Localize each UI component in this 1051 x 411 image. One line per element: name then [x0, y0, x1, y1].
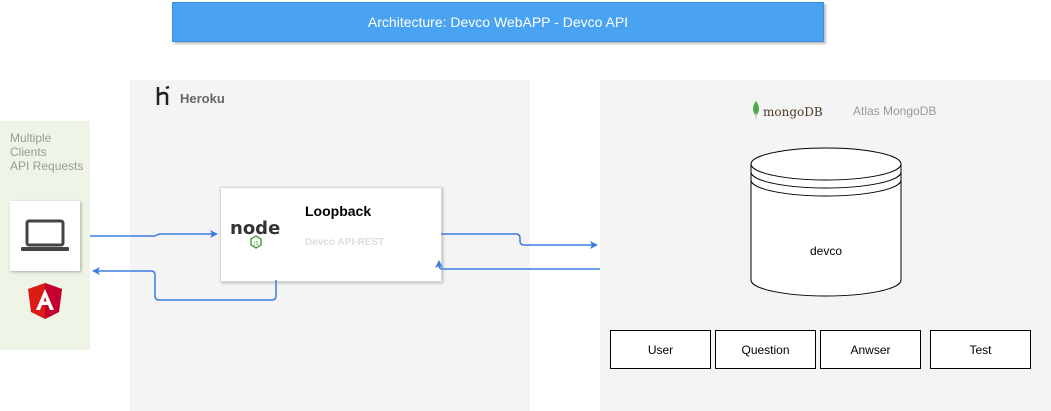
- loopback-node: [220, 187, 442, 282]
- nodejs-logo-text: node: [230, 218, 280, 239]
- atlas-label: Atlas MongoDB: [853, 104, 937, 118]
- clients-line-3: API Requests: [10, 159, 84, 173]
- clients-line-2: Clients: [10, 145, 47, 159]
- collection-test: Test: [930, 330, 1031, 369]
- database-name: devco: [809, 244, 843, 258]
- laptop-icon: [21, 219, 69, 251]
- laptop-card: [10, 201, 80, 271]
- loopback-subtitle: Devco API-REST: [305, 237, 385, 248]
- collection-anwser: Anwser: [820, 330, 921, 369]
- loopback-title: Loopback: [305, 203, 372, 219]
- angular-logo: [28, 283, 62, 319]
- heroku-label: Heroku: [180, 91, 225, 106]
- svg-text:JS: JS: [253, 241, 259, 247]
- clients-caption: Multiple Clients API Requests: [10, 131, 90, 173]
- nodejs-logo: node JS: [230, 218, 280, 249]
- diagram-title: Architecture: Devco WebAPP - Devco API: [172, 2, 824, 42]
- mongodb-leaf: [753, 101, 759, 119]
- clients-line-1: Multiple: [10, 131, 52, 145]
- mongodb-brand: mongoDB: [763, 105, 823, 119]
- database-cylinder: [750, 147, 902, 297]
- heroku-logo: [156, 86, 170, 105]
- collection-question: Question: [715, 330, 816, 369]
- collection-user: User: [610, 330, 711, 369]
